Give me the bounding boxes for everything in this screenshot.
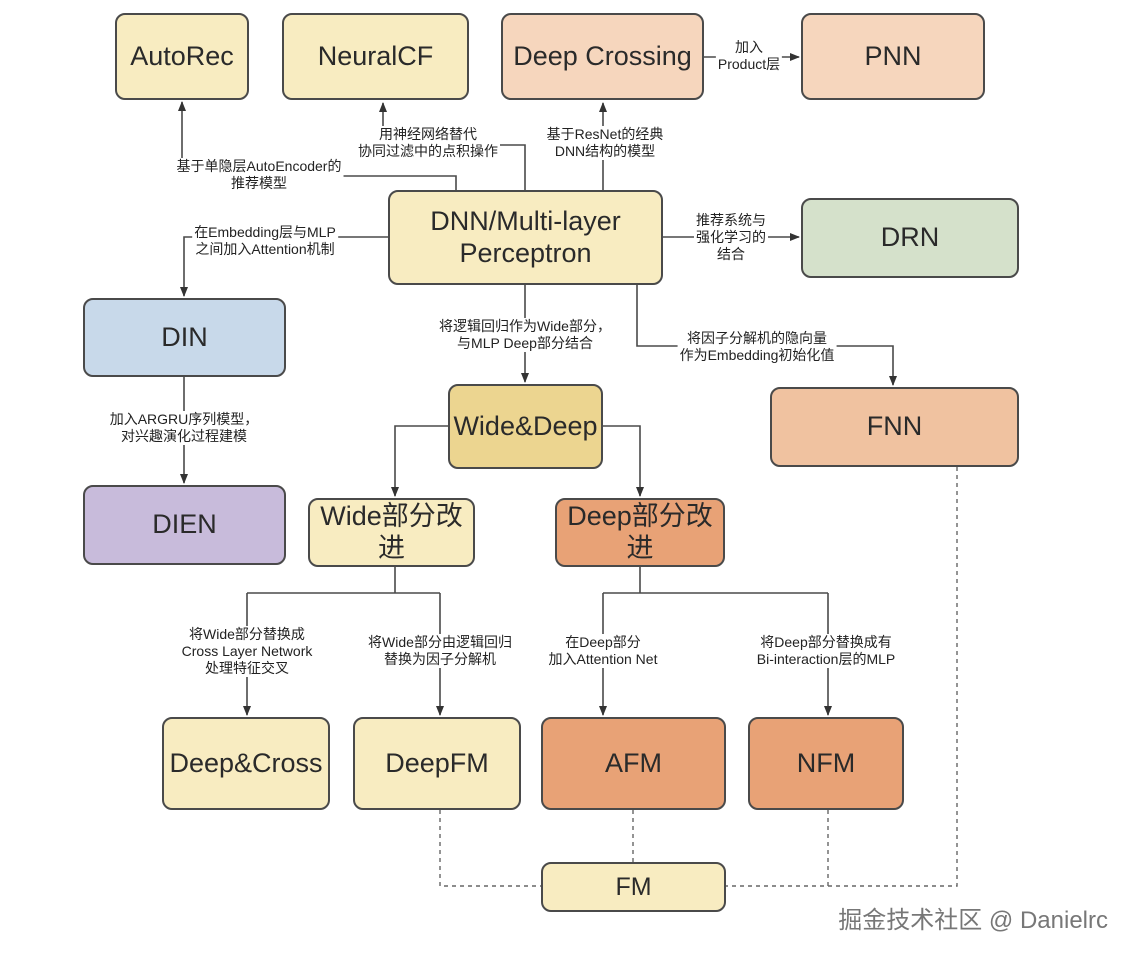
label-drn-line3: 结合 <box>717 246 745 262</box>
node-fm: FM <box>541 862 726 912</box>
label-deepfm-line1: 将Wide部分由逻辑回归 <box>368 634 512 650</box>
label-nfm-line1: 将Deep部分替换成有 <box>760 634 892 650</box>
label-deepcross: 将Wide部分替换成 Cross Layer Network 处理特征交叉 <box>179 626 315 677</box>
label-pnn: 加入 Product层 <box>715 39 783 73</box>
node-dnn-line1: DNN/Multi-layer <box>430 206 621 237</box>
node-dnn-line2: Perceptron <box>459 237 592 268</box>
node-pnn: PNN <box>801 13 985 100</box>
label-afm-line2: 加入Attention Net <box>548 651 658 667</box>
label-pnn-line2: Product层 <box>717 56 781 72</box>
label-afm: 在Deep部分 加入Attention Net <box>546 634 660 668</box>
edge-widedeep-wideimprove <box>391 425 448 497</box>
node-dnn: DNN/Multi-layer Perceptron <box>388 190 663 285</box>
label-dien: 加入ARGRU序列模型， 对兴趣演化过程建模 <box>107 411 261 445</box>
edge-deepfm-fm <box>439 810 541 887</box>
node-deepfm: DeepFM <box>353 717 521 810</box>
label-autorec-line2: 推荐模型 <box>230 175 287 191</box>
label-dien-line1: 加入ARGRU序列模型， <box>109 411 259 427</box>
label-deepcross-line2: Cross Layer Network <box>181 643 313 659</box>
label-neuralcf-line1: 用神经网络替代 <box>379 126 477 142</box>
label-deepcross-line3: 处理特征交叉 <box>204 660 289 676</box>
node-deep-crossing: Deep Crossing <box>501 13 704 100</box>
edge-wideimprove-branch <box>247 567 440 594</box>
label-autorec: 基于单隐层AutoEncoder的 推荐模型 <box>174 158 344 192</box>
label-din-line1: 在Embedding层与MLP <box>194 224 336 240</box>
label-widedeep-line1: 将逻辑回归作为Wide部分， <box>439 318 611 334</box>
node-din: DIN <box>83 298 286 377</box>
edge-deepimprove-branch <box>603 567 828 594</box>
node-autorec: AutoRec <box>115 13 249 100</box>
watermark: 掘金技术社区 @ Danielrc <box>838 907 1108 934</box>
node-dien: DIEN <box>83 485 286 565</box>
node-nfm: NFM <box>748 717 904 810</box>
label-widedeep: 将逻辑回归作为Wide部分， 与MLP Deep部分结合 <box>437 318 613 352</box>
label-fnn: 将因子分解机的隐向量 作为Embedding初始化值 <box>677 330 837 364</box>
label-autorec-line1: 基于单隐层AutoEncoder的 <box>176 158 342 174</box>
label-deepcrossing-line1: 基于ResNet的经典 <box>546 126 664 142</box>
label-dien-line2: 对兴趣演化过程建模 <box>121 428 247 444</box>
label-drn-line1: 推荐系统与 <box>696 212 766 228</box>
label-deepfm: 将Wide部分由逻辑回归 替换为因子分解机 <box>366 634 514 668</box>
label-deepcrossing-line2: DNN结构的模型 <box>554 143 656 159</box>
label-din-line2: 之间加入Attention机制 <box>195 241 335 257</box>
node-wide-improve: Wide部分改进 <box>308 498 475 567</box>
label-deepcrossing: 基于ResNet的经典 DNN结构的模型 <box>544 126 666 160</box>
label-deepcross-line1: 将Wide部分替换成 <box>189 626 305 642</box>
label-drn: 推荐系统与 强化学习的 结合 <box>694 212 768 263</box>
node-deep-improve: Deep部分改进 <box>555 498 725 567</box>
node-afm: AFM <box>541 717 726 810</box>
label-din: 在Embedding层与MLP 之间加入Attention机制 <box>192 224 338 258</box>
label-fnn-line2: 作为Embedding初始化值 <box>679 347 835 363</box>
edge-nfm-fm <box>726 810 829 887</box>
label-neuralcf: 用神经网络替代 协同过滤中的点积操作 <box>356 126 500 160</box>
node-neuralcf: NeuralCF <box>282 13 469 100</box>
edge-widedeep-deepimprove <box>602 425 644 497</box>
label-neuralcf-line2: 协同过滤中的点积操作 <box>358 143 498 159</box>
label-fnn-line1: 将因子分解机的隐向量 <box>686 330 827 346</box>
label-deepfm-line2: 替换为因子分解机 <box>384 651 496 667</box>
node-deep-cross: Deep&Cross <box>162 717 330 810</box>
label-nfm: 将Deep部分替换成有 Bi-interaction层的MLP <box>754 634 898 668</box>
node-fnn: FNN <box>770 387 1019 467</box>
label-pnn-line1: 加入 <box>735 39 763 55</box>
label-afm-line1: 在Deep部分 <box>565 634 641 650</box>
label-drn-line2: 强化学习的 <box>696 229 766 245</box>
node-drn: DRN <box>801 198 1019 278</box>
node-wide-deep: Wide&Deep <box>448 384 603 469</box>
edge-fnn-fm <box>828 467 958 887</box>
label-widedeep-line2: 与MLP Deep部分结合 <box>457 335 593 351</box>
label-nfm-line2: Bi-interaction层的MLP <box>756 651 896 667</box>
